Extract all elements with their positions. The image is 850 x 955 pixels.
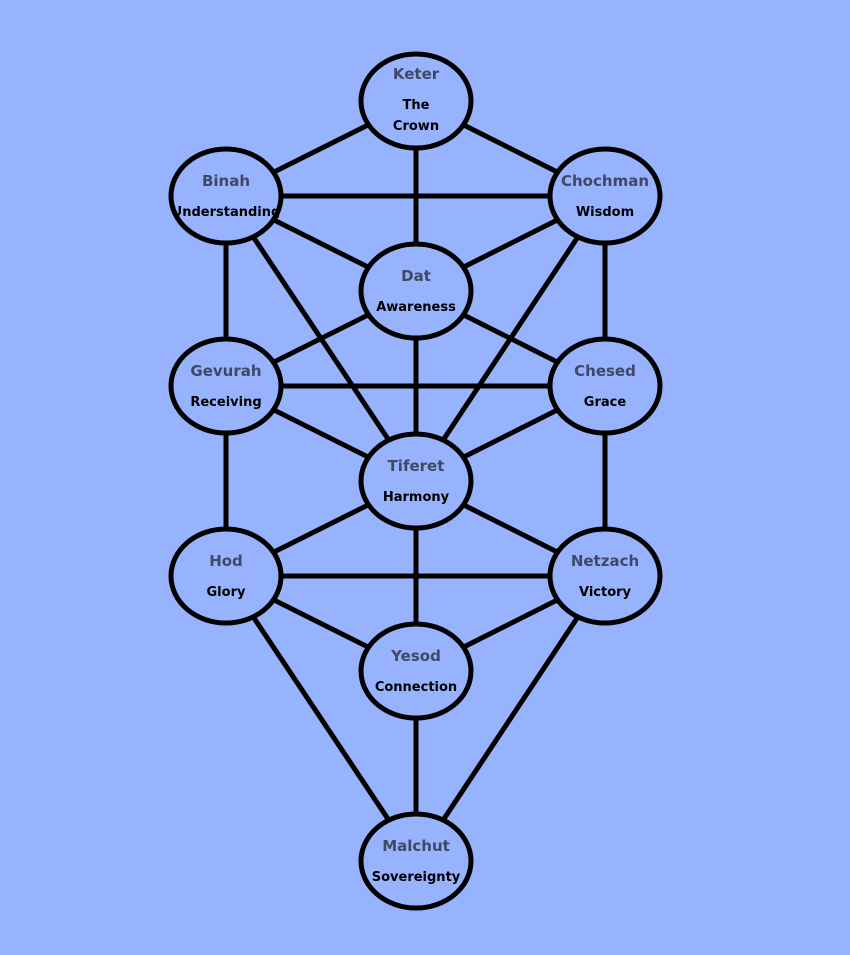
node-meaning-chesed: Grace (584, 395, 627, 410)
node-name-netzach: Netzach (571, 552, 639, 570)
node-circle-yesod (358, 621, 474, 721)
node-name-binah: Binah (202, 172, 250, 190)
node-name-chesed: Chesed (574, 362, 636, 380)
node-circle-tiferet (358, 431, 474, 531)
node-circle-chesed (547, 336, 663, 436)
node-circle-netzach (547, 526, 663, 626)
node-circle-gevurah (168, 336, 284, 436)
node-meaning-keter-1: Crown (393, 119, 439, 134)
node-meaning-chochman: Wisdom (576, 205, 634, 220)
node-name-gevurah: Gevurah (190, 362, 261, 380)
node-circle-dat (358, 241, 474, 341)
node-name-tiferet: Tiferet (388, 457, 445, 475)
node-circle-chochman (547, 146, 663, 246)
node-meaning-hod: Glory (207, 585, 246, 600)
node-meaning-yesod: Connection (375, 680, 457, 695)
node-circle-binah (168, 146, 284, 246)
edge-hod-malchut (223, 574, 419, 863)
node-name-malchut: Malchut (382, 837, 450, 855)
node-name-hod: Hod (209, 552, 243, 570)
edge-netzach-malchut (413, 574, 608, 863)
node-meaning-netzach: Victory (579, 585, 632, 600)
node-meaning-dat: Awareness (376, 300, 456, 315)
node-circle-malchut (358, 811, 474, 911)
node-meaning-binah: Understanding (172, 205, 281, 220)
node-name-yesod: Yesod (390, 647, 441, 665)
node-meaning-malchut: Sovereignty (372, 870, 461, 885)
node-meaning-gevurah: Receiving (190, 395, 261, 410)
node-name-dat: Dat (401, 267, 431, 285)
node-circle-hod (168, 526, 284, 626)
node-name-keter: Keter (393, 65, 440, 83)
node-meaning-tiferet: Harmony (383, 490, 450, 505)
node-meaning-keter-0: The (403, 98, 430, 113)
node-circle-keter (358, 51, 474, 151)
node-name-chochman: Chochman (561, 172, 649, 190)
